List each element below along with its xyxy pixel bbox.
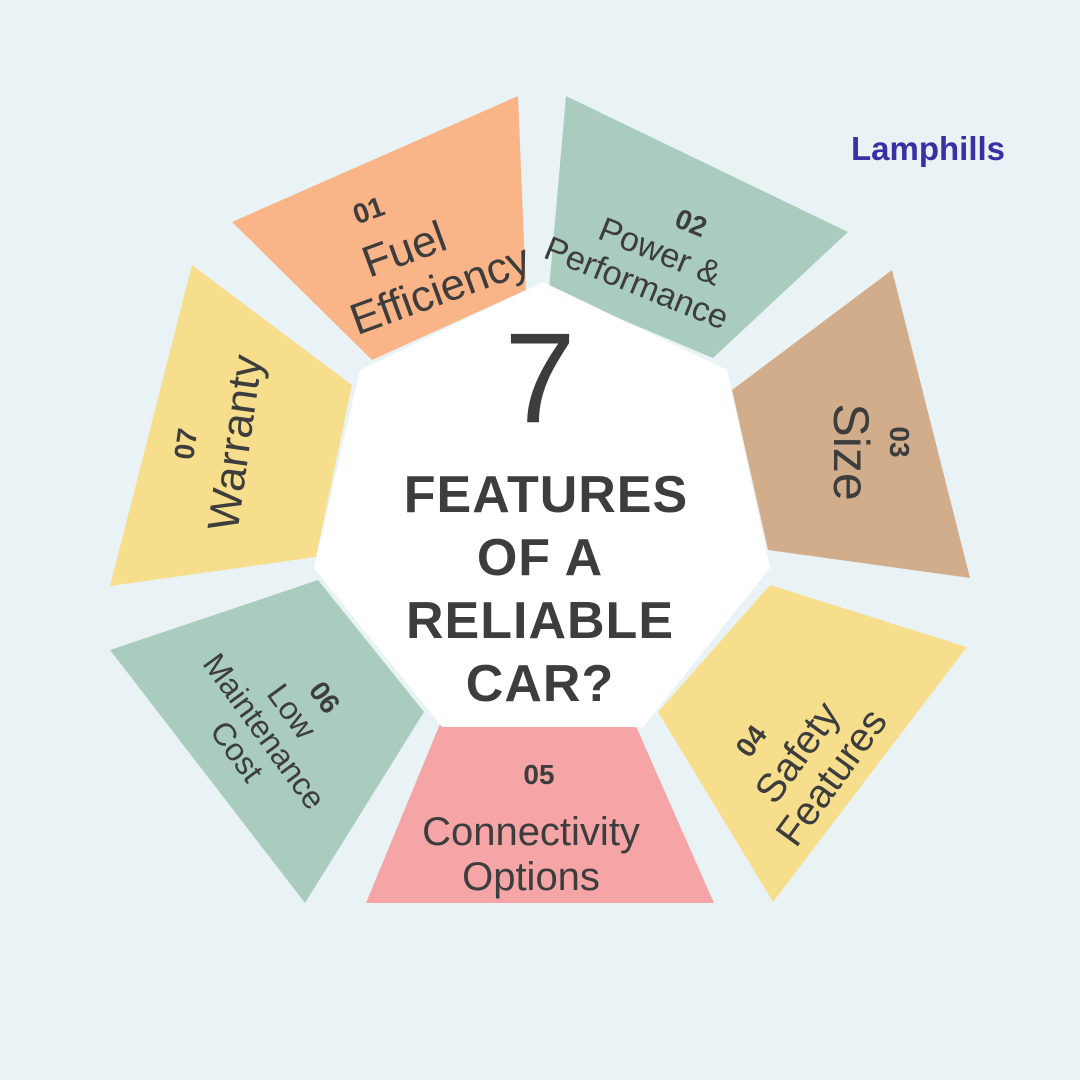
segment-05-text: 05 Connectivity Options <box>422 759 640 899</box>
segment-03-number: 03 <box>884 426 915 457</box>
segment-05-number: 05 <box>523 759 554 790</box>
segment-06-shape <box>110 580 424 903</box>
center-number: 7 <box>504 307 575 450</box>
segment-05-shape <box>366 724 714 903</box>
segment-02-shape <box>549 96 848 358</box>
segment-07-shape <box>110 265 352 586</box>
brand-logo: Lamphills <box>851 130 1005 167</box>
segment-03-shape <box>732 270 970 578</box>
segment-04-shape <box>658 585 967 902</box>
center-heptagon <box>314 282 770 727</box>
segment-07-number: 07 <box>168 426 203 461</box>
segment-05-label-line-2: Options <box>462 855 600 899</box>
segment-05-label-line-1: Connectivity <box>422 810 640 854</box>
segment-01-shape <box>232 96 526 360</box>
center-heading-line-4: CAR? <box>466 655 614 713</box>
center-heading-line-2: OF A <box>477 529 603 587</box>
center-heading-line-1: FEATURES <box>404 466 688 524</box>
segment-03-text: 03 Size <box>823 403 915 500</box>
segment-03-label-line-1: Size <box>823 403 879 500</box>
center-heading-line-3: RELIABLE <box>406 592 674 650</box>
